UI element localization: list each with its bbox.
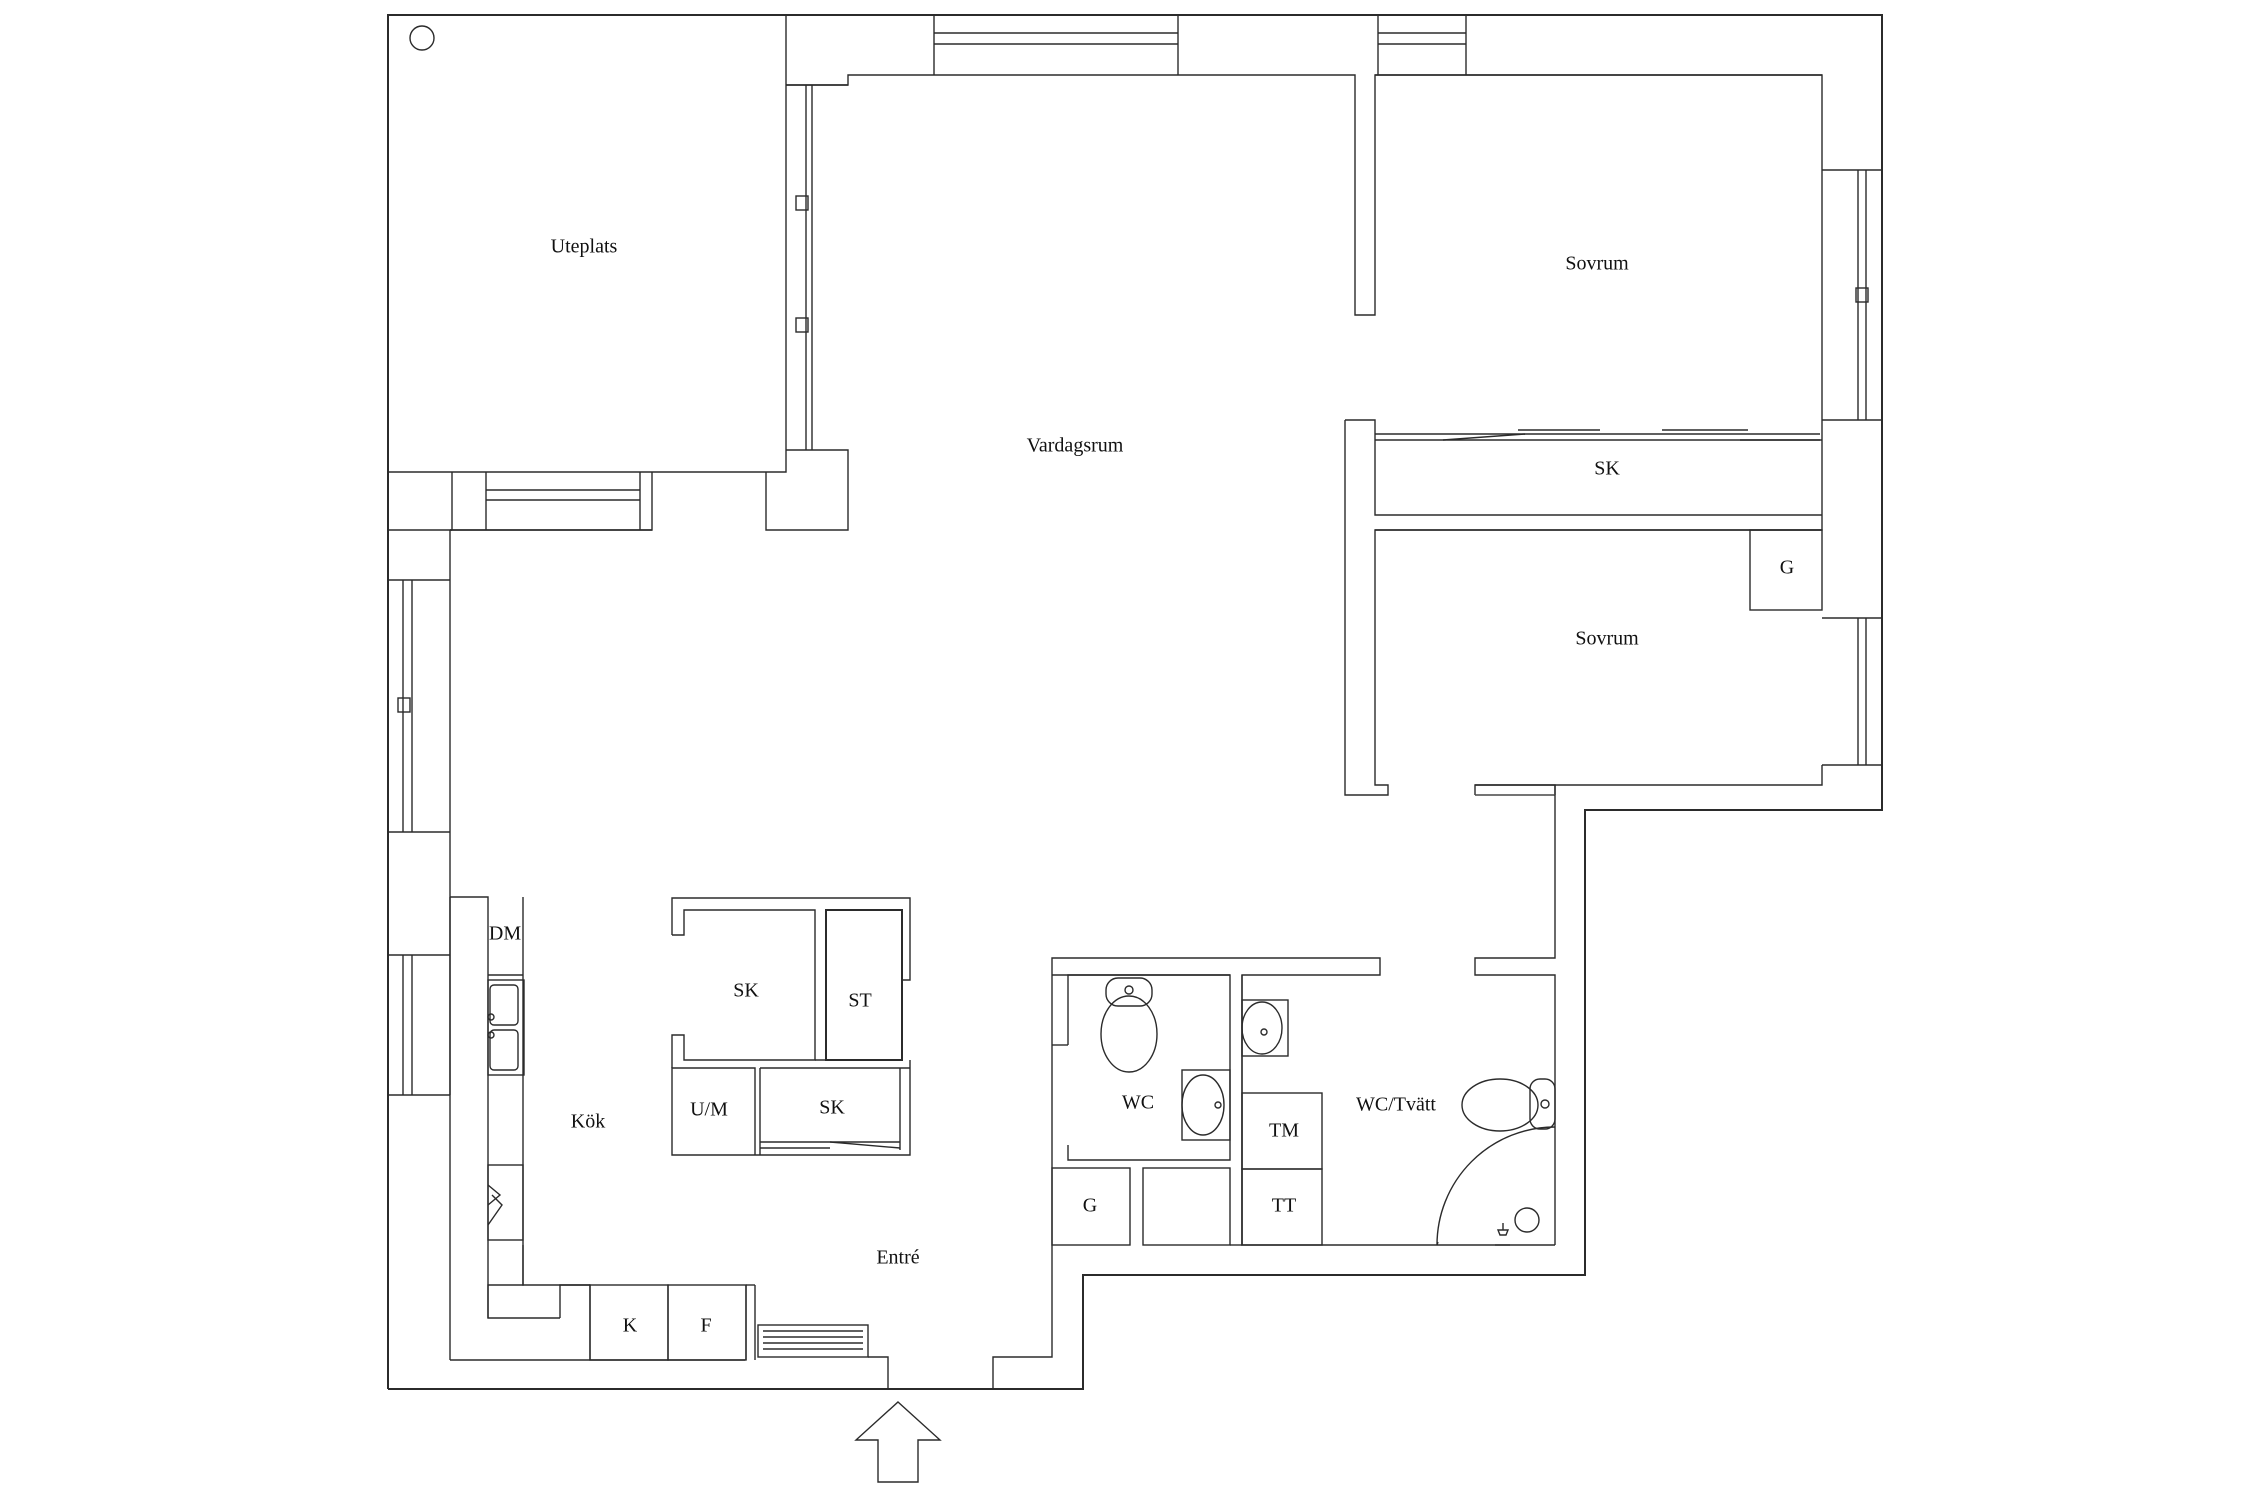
room-label-vardagsrum: Vardagsrum (1027, 435, 1124, 457)
drain-icon (409, 25, 435, 51)
bedroom-wardrobe (1344, 419, 1823, 796)
terrace-bottom-window (387, 472, 653, 1095)
entrance-wall (559, 1284, 590, 1318)
room-label-sovrum-2: Sovrum (1575, 628, 1639, 650)
room-label-entre: Entré (876, 1247, 919, 1269)
toilet-icon (1100, 977, 1158, 1073)
sink-icon (1181, 1069, 1231, 1141)
shower-drain-icon (1514, 1207, 1540, 1233)
room-label-wc: WC (1122, 1092, 1154, 1114)
room-label-tt: TT (1272, 1195, 1296, 1217)
radiator-icon (757, 1324, 869, 1358)
room-label-sk-island-top: SK (733, 980, 759, 1002)
entrance-arrow-icon (854, 1401, 942, 1483)
room-label-wc-tvatt: WC/Tvätt (1356, 1094, 1436, 1116)
room-label-tm: TM (1269, 1120, 1299, 1142)
room-label-kok: Kök (571, 1111, 605, 1133)
sink-icon-2 (1241, 999, 1289, 1057)
kitchen-counter (449, 896, 756, 1361)
left-windows (388, 579, 450, 1096)
room-label-st: ST (848, 990, 871, 1012)
hall-wall-right (1475, 784, 1556, 795)
room-label-dm: DM (489, 923, 521, 945)
room-label-g-hall: G (1083, 1195, 1097, 1217)
room-label-um: U/M (690, 1099, 728, 1121)
outer-wall (387, 14, 1883, 1390)
kitchen-sink-icon (489, 984, 519, 1026)
room-label-g-bedroom: G (1780, 557, 1794, 579)
room-label-k: K (623, 1315, 638, 1337)
room-label-uteplats: Uteplats (551, 236, 618, 258)
bedroom-2 (1375, 529, 1882, 795)
shower-head-icon (1496, 1223, 1510, 1236)
room-label-sovrum-1: Sovrum (1565, 253, 1629, 275)
bedroom-1 (1375, 74, 1882, 421)
room-label-f: F (700, 1315, 711, 1337)
room-label-sk-bedroom: SK (1594, 458, 1620, 480)
room-label-sk-island-bottom: SK (819, 1097, 845, 1119)
toilet-icon-2 (1461, 1078, 1556, 1132)
storage-island (671, 897, 911, 1156)
terrace-window (765, 84, 849, 531)
